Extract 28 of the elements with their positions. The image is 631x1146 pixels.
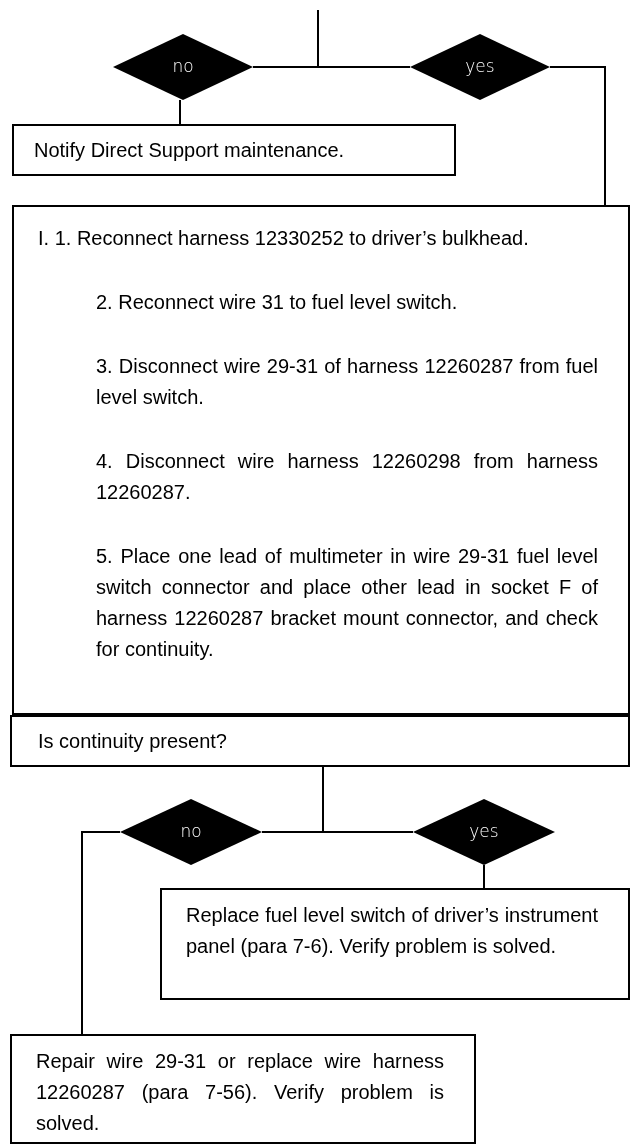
instruction-step: 2. Reconnect wire 31 to fuel level switch.: [14, 287, 598, 318]
box-text: Repair wire 29-31 or replace wire harness 12260287 (para 7-56). Verify problem is solved.: [36, 1049, 444, 1136]
box-text: Notify Direct Support maintenance.: [34, 137, 345, 163]
instruction-step: 3. Disconnect wire 29-31 of harness 12260287 from fuel level switch.: [14, 351, 598, 413]
decision-diamond: [410, 34, 550, 100]
connector-line: [322, 766, 414, 833]
decision-label: yes: [469, 820, 499, 844]
decision-diamond: [413, 799, 555, 865]
box-text: Replace fuel level switch of driver’s instrument panel (para 7-6). Verify problem is solved.: [186, 903, 598, 959]
connector-line: [317, 9, 411, 68]
connector-line: [483, 864, 485, 889]
action-box: [12, 124, 456, 176]
action-box: [160, 888, 630, 1000]
connector-line: [179, 99, 181, 125]
connector-line: [549, 66, 606, 206]
instruction-step: 5. Place one lead of multimeter in wire 29-31 fuel level switch connector and place other lead in socket F of harness 12260287 bracket mount connector, and check for continuity.: [14, 541, 598, 665]
decision-diamond: [120, 799, 262, 865]
connector-line: [81, 831, 121, 1035]
decision-diamond: [113, 34, 253, 100]
question-box: [10, 715, 630, 767]
action-box: [10, 1034, 476, 1144]
decision-label: no: [172, 55, 194, 79]
box-text: Is continuity present?: [38, 728, 227, 754]
decision-label: no: [180, 820, 202, 844]
instruction-step: I. 1. Reconnect harness 12330252 to driver’s bulkhead.: [14, 223, 598, 254]
decision-label: yes: [465, 55, 495, 79]
instruction-step: 4. Disconnect wire harness 12260298 from harness 12260287.: [14, 446, 598, 508]
instruction-box: [12, 205, 630, 715]
